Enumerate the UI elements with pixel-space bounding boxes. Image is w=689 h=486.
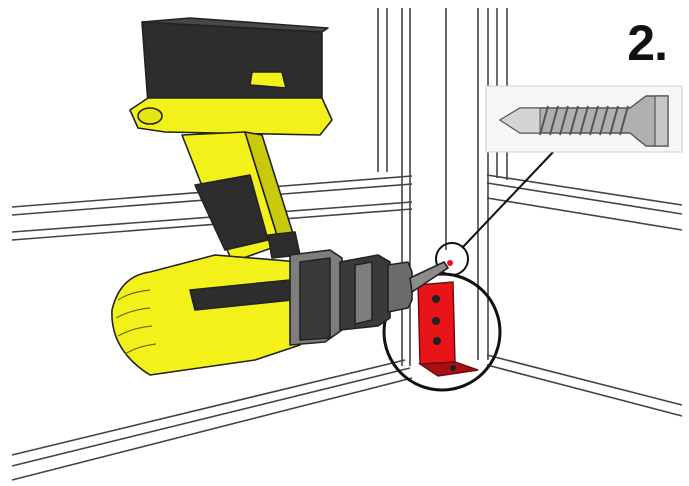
bracket-callout-ring (382, 272, 502, 392)
bracket-hole (450, 365, 456, 371)
corner-bracket-icon (417, 281, 479, 377)
drill-torque-collar (289, 249, 343, 346)
left-rail-floor (11, 359, 413, 481)
bracket-hole (433, 337, 441, 345)
step-number-label: 2. (627, 15, 668, 71)
bracket-hole (432, 317, 440, 325)
cordless-drill-icon (111, 17, 453, 376)
screw-detail-inset (485, 85, 683, 153)
bracket-hole (432, 295, 440, 303)
drill-battery (141, 17, 329, 105)
drill-bit (409, 261, 449, 293)
self-drilling-screw-icon (498, 95, 669, 147)
right-rail-upper (486, 174, 683, 231)
frame-structure (11, 8, 683, 481)
right-rail-floor (486, 354, 683, 417)
drill-handle (181, 131, 296, 263)
callout-leader-line (461, 149, 556, 249)
screw-callout-ring (435, 242, 469, 276)
drill-chuck (339, 254, 413, 331)
screw-tip (447, 260, 453, 266)
drill-motor-housing (111, 254, 301, 376)
